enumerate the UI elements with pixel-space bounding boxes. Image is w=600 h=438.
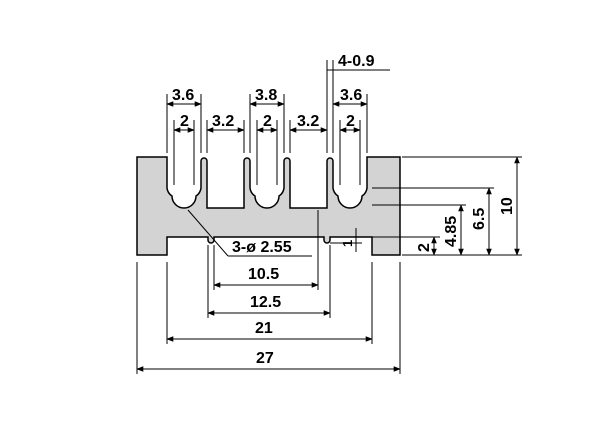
hole-leader <box>187 209 229 257</box>
dim-text-6-5: 6.5 <box>471 208 488 230</box>
dim-text-27: 27 <box>256 350 274 367</box>
dim-text-10: 10 <box>499 197 516 215</box>
dim-text-1: 1 <box>340 240 355 247</box>
dim-text-2-mid: 2 <box>263 113 272 130</box>
dim-text-3-8: 3.8 <box>255 87 277 104</box>
dim-text-3-2-right: 3.2 <box>297 113 319 130</box>
dim-text-2-right-side: 2 <box>416 243 433 252</box>
dim-text-3-6-right: 3.6 <box>340 87 362 104</box>
dim-text-10-5: 10.5 <box>248 266 279 283</box>
hole-callout-text: 3-ø 2.55 <box>232 239 292 256</box>
dim-text-12-5: 12.5 <box>250 294 281 311</box>
dim-text-4-85: 4.85 <box>443 216 460 247</box>
dim-text-2-right: 2 <box>346 113 355 130</box>
notch-callout-text: 4-0.9 <box>338 53 375 70</box>
dim-text-3-6-left: 3.6 <box>172 87 194 104</box>
dim-text-21: 21 <box>255 320 273 337</box>
dim-text-3-2-left: 3.2 <box>212 113 234 130</box>
dim-text-2-left: 2 <box>180 113 189 130</box>
